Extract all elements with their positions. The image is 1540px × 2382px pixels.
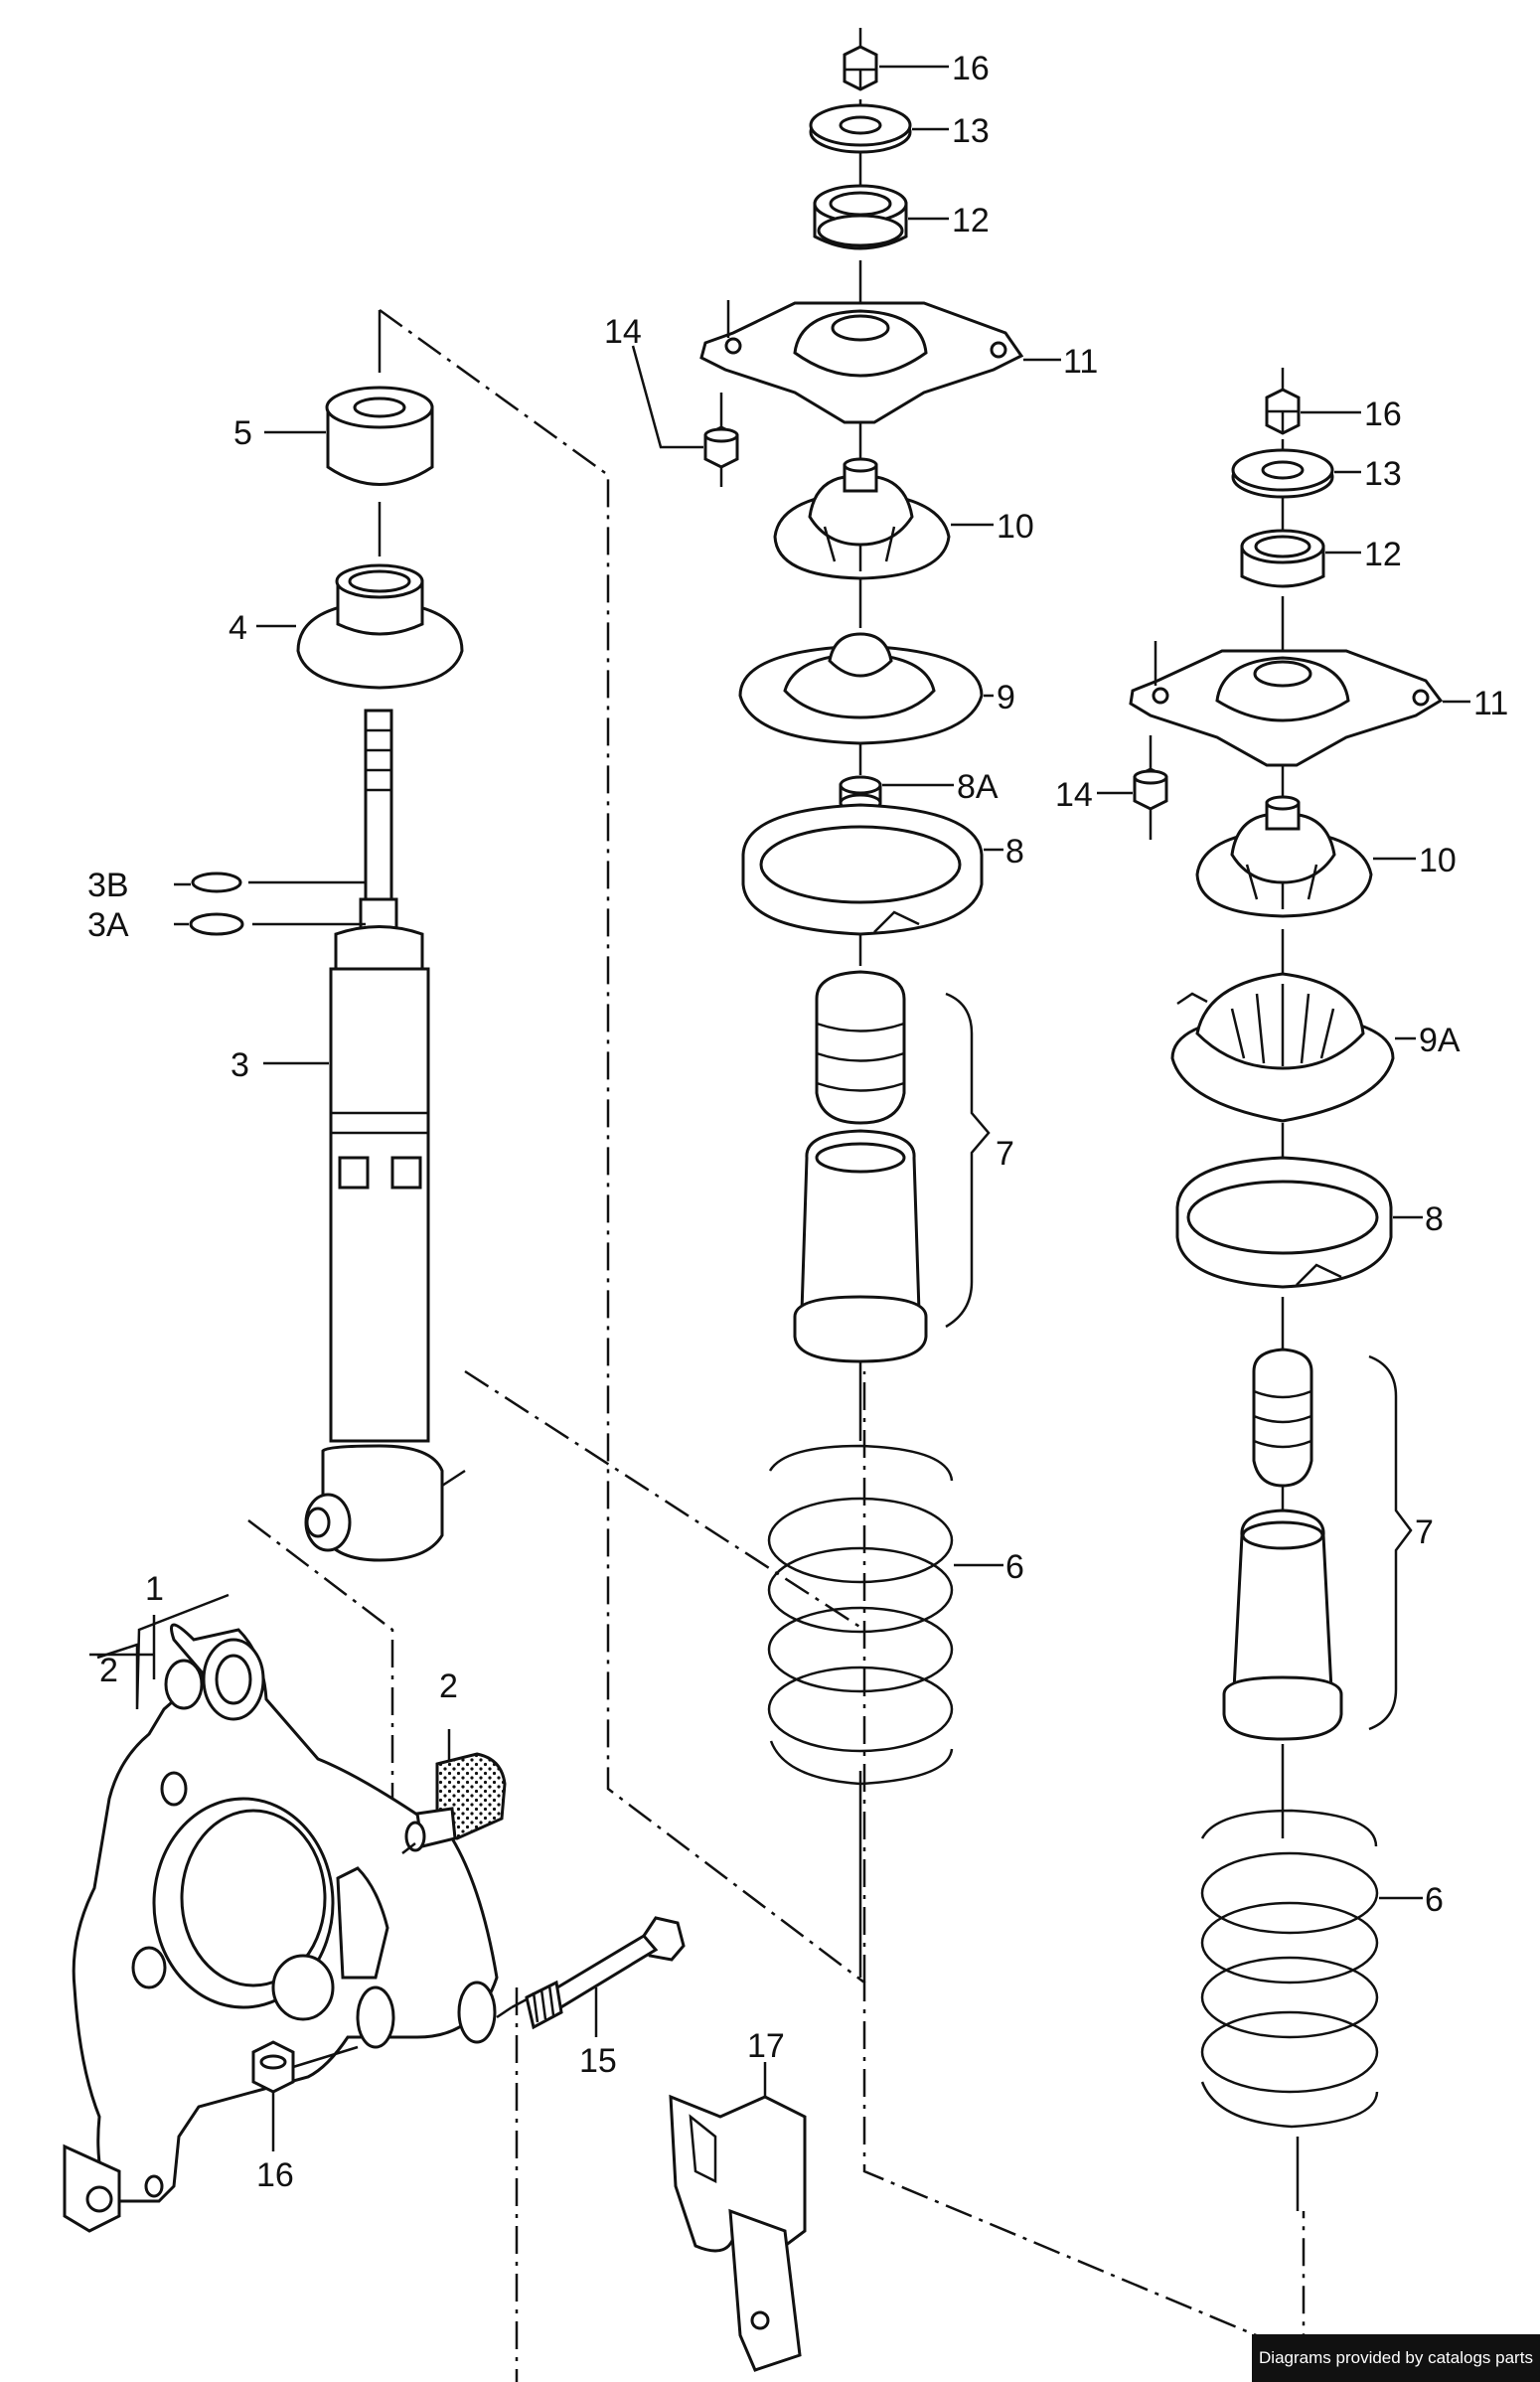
label-16-top: 16 <box>952 50 990 87</box>
nut-right-16 <box>1265 388 1301 435</box>
bump-stop-boot-right-7 <box>1222 1348 1413 1741</box>
nut-top-16 <box>843 45 878 91</box>
washer-right-13 <box>1231 448 1334 499</box>
label-1: 1 <box>145 1570 164 1608</box>
rubber-bushing-2 <box>401 1729 507 1854</box>
right-axis-lines <box>1281 368 1300 2211</box>
label-3A: 3A <box>87 906 129 944</box>
bump-stop-5 <box>325 310 434 556</box>
label-9A: 9A <box>1419 1022 1461 1059</box>
label-7-mid: 7 <box>996 1135 1014 1173</box>
spring-pad-right-8 <box>1175 1156 1393 1289</box>
coil-spring-mid-6 <box>767 1444 954 1786</box>
bracket-17 <box>669 2062 807 2372</box>
label-13-top: 13 <box>952 112 990 150</box>
leader-lines <box>89 65 1470 1900</box>
strut-mount-right-11 <box>1129 641 1444 767</box>
bump-stop-boot-mid-7 <box>793 970 991 1363</box>
spring-seat-9 <box>738 632 984 745</box>
bearing-right-12 <box>1240 529 1325 588</box>
label-11-top: 11 <box>1063 343 1098 381</box>
label-6-right: 6 <box>1425 1881 1444 1919</box>
label-5: 5 <box>233 414 252 452</box>
credit-banner: Diagrams provided by catalogs parts <box>1252 2334 1540 2382</box>
upper-mount-4 <box>296 563 464 690</box>
bolt-15 <box>496 1916 686 2037</box>
strut-mount-11 <box>699 300 1024 424</box>
label-15: 15 <box>579 2042 617 2080</box>
label-6-mid: 6 <box>1005 1548 1024 1586</box>
label-12-top: 12 <box>952 202 990 239</box>
shock-absorber-3 <box>304 709 466 1562</box>
label-3B: 3B <box>87 867 129 904</box>
nut-right-14 <box>1133 735 1168 840</box>
label-4: 4 <box>229 609 247 647</box>
label-13-right: 13 <box>1364 455 1402 493</box>
spring-seat-9A <box>1170 972 1395 1123</box>
label-3: 3 <box>231 1046 249 1084</box>
label-11-right: 11 <box>1473 685 1508 722</box>
label-14-right: 14 <box>1055 776 1093 814</box>
label-2-left: 2 <box>99 1652 118 1689</box>
wheel-carrier-1 <box>63 1623 499 2233</box>
bearing-top-12 <box>813 184 908 250</box>
label-10-right: 10 <box>1419 842 1457 879</box>
label-8-mid: 8 <box>1005 833 1024 871</box>
label-8-right: 8 <box>1425 1200 1444 1238</box>
label-12-right: 12 <box>1364 536 1402 573</box>
label-10-top: 10 <box>997 508 1034 546</box>
washer-top-13 <box>809 103 912 154</box>
nut-14 <box>703 393 739 487</box>
label-17: 17 <box>747 2027 785 2065</box>
label-8A: 8A <box>957 768 999 806</box>
label-9: 9 <box>997 679 1015 716</box>
label-14-top: 14 <box>604 313 642 351</box>
spring-pad-mid-8 <box>741 803 984 936</box>
callout-labels: 16 13 12 14 11 10 9 8A 8 7 6 5 4 3B 3A 3… <box>87 50 1508 2194</box>
label-16-bottom: 16 <box>256 2156 294 2194</box>
coil-spring-right-6 <box>1200 1809 1379 2129</box>
label-7-right: 7 <box>1415 1513 1434 1551</box>
label-16-right: 16 <box>1364 396 1402 433</box>
nut-bottom-16 <box>251 2040 359 2151</box>
label-2-bushing: 2 <box>439 1667 458 1705</box>
o-rings-3A-3B <box>189 872 366 936</box>
rubber-mount-right-10 <box>1195 795 1373 918</box>
rubber-mount-top-10 <box>773 457 951 580</box>
